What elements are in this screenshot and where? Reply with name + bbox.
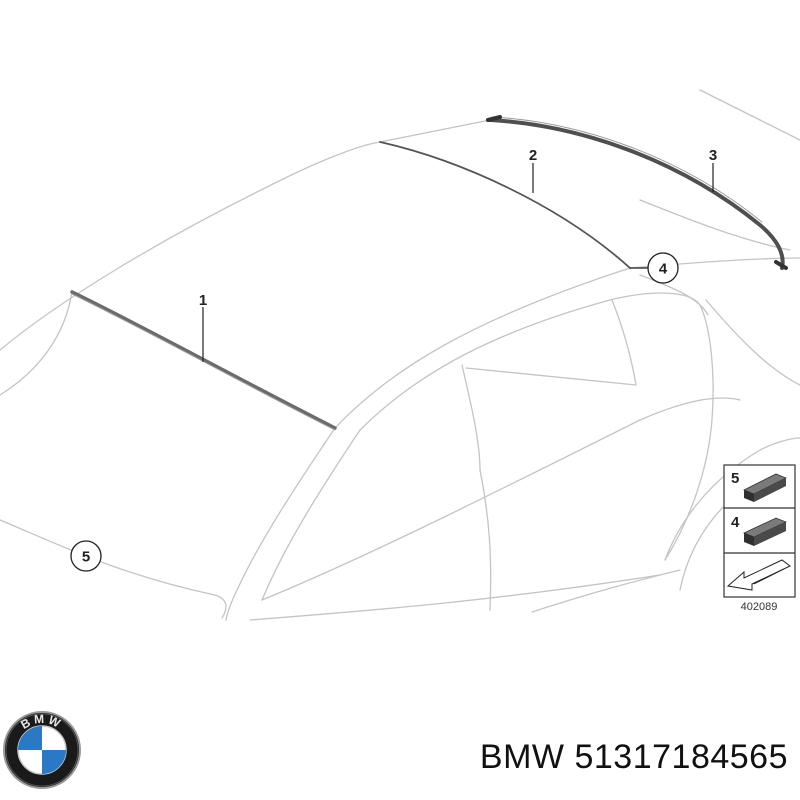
svg-text:5: 5 (82, 549, 90, 566)
windshield-moulding (70, 290, 337, 430)
callout-3: 3 (709, 147, 717, 164)
part-mouldings (70, 115, 788, 431)
legend-item-5-label: 5 (731, 470, 739, 487)
logo-text: BMW (18, 712, 62, 732)
brand-name: BMW (479, 738, 565, 776)
parts-diagram: 1 2 3 4 5 5 4 402089 (0, 89, 800, 621)
rear-roof-trim (488, 118, 785, 270)
reference-code: 402089 (741, 601, 778, 613)
svg-text:BMW: BMW (18, 712, 65, 732)
callout-labels: 1 2 3 4 5 (70, 147, 717, 572)
callout-5: 5 (70, 540, 102, 572)
legend-arrow-icon (726, 559, 791, 591)
callout-4: 4 (647, 252, 679, 284)
legend-item-4-strip-icon (742, 517, 788, 546)
bmw-logo: BMW (3, 711, 81, 789)
part-number: 51317184565 (574, 738, 788, 776)
roof-moulding (379, 141, 631, 269)
leader-lines (79, 163, 714, 556)
callout-1: 1 (199, 292, 207, 309)
legend-item-4-label: 4 (731, 514, 740, 531)
parts-legend: 5 4 402089 (723, 464, 796, 613)
callout-2: 2 (529, 147, 537, 164)
car-outline (0, 89, 800, 621)
svg-text:4: 4 (659, 261, 668, 278)
legend-item-5-strip-icon (743, 473, 787, 502)
